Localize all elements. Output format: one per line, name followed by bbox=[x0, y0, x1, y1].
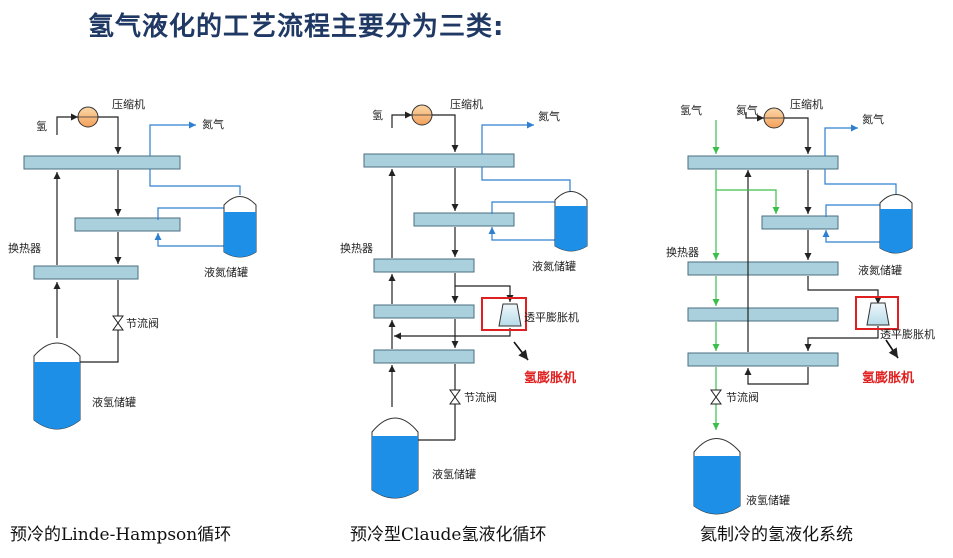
panel-linde-hampson: 氢 压缩机 氮气 换热器 液氮储罐 节流阀 液氢储罐 bbox=[8, 97, 257, 430]
lh2-tank bbox=[33, 342, 81, 430]
label-compressor: 压缩机 bbox=[112, 97, 145, 111]
label-ln2-tank: 液氮储罐 bbox=[204, 265, 248, 279]
heat-exchanger-1 bbox=[363, 153, 515, 168]
heat-exchanger-1 bbox=[687, 155, 839, 170]
label-expander-callout: 氢膨胀机 bbox=[524, 370, 576, 386]
label-nitrogen-out: 氮气 bbox=[862, 112, 884, 126]
ln2-tank bbox=[223, 196, 257, 258]
label-heat-exchanger: 换热器 bbox=[666, 245, 699, 259]
heat-exchanger-1 bbox=[23, 155, 181, 170]
label-ln2-tank: 液氮储罐 bbox=[858, 263, 902, 277]
compressor-icon bbox=[77, 106, 99, 128]
ln2-tank bbox=[554, 191, 588, 252]
turbo-expander-icon bbox=[498, 303, 522, 327]
heat-exchanger-3 bbox=[33, 265, 139, 280]
throttle-valve-icon bbox=[710, 389, 722, 405]
turbo-expander-icon bbox=[866, 302, 890, 326]
label-compressor: 压缩机 bbox=[790, 97, 823, 111]
heat-exchanger-3 bbox=[373, 258, 475, 273]
caption-claude: 预冷型Claude氢液化循环 bbox=[350, 525, 547, 545]
throttle-valve-icon bbox=[449, 389, 461, 405]
label-throttle-valve: 节流阀 bbox=[464, 390, 497, 404]
label-nitrogen-out: 氮气 bbox=[202, 117, 224, 131]
label-lh2-tank: 液氢储罐 bbox=[746, 493, 790, 507]
label-expander: 透平膨胀机 bbox=[880, 327, 935, 341]
label-throttle-valve: 节流阀 bbox=[726, 390, 759, 404]
label-heat-exchanger: 换热器 bbox=[340, 241, 373, 255]
caption-linde-hampson: 预冷的Linde-Hampson循环 bbox=[10, 525, 232, 545]
expander-highlight-box bbox=[855, 296, 899, 330]
caption-helium: 氦制冷的氢液化系统 bbox=[700, 525, 853, 545]
throttle-valve-icon bbox=[112, 315, 124, 331]
heat-exchanger-2 bbox=[413, 212, 515, 227]
label-expander: 透平膨胀机 bbox=[524, 310, 579, 324]
page-title: 氢气液化的工艺流程主要分为三类: bbox=[88, 12, 505, 42]
label-throttle-valve: 节流阀 bbox=[126, 316, 159, 330]
heat-exchanger-4 bbox=[687, 307, 839, 322]
heat-exchanger-5 bbox=[687, 352, 839, 367]
label-helium-in: 氦气 bbox=[736, 103, 758, 117]
panel-claude: 氢 压缩机 氮气 换热器 液氮储罐 透平膨胀机 氢膨胀机 节流阀 液氢储罐 bbox=[340, 97, 588, 499]
ln2-tank bbox=[879, 194, 913, 254]
heat-exchanger-3 bbox=[687, 261, 839, 276]
label-ln2-tank: 液氮储罐 bbox=[532, 259, 576, 273]
panel-helium: 氢气 氦气 压缩机 氮气 换热器 液氮储罐 透平膨胀机 氢膨胀机 节流阀 液氢储… bbox=[666, 97, 935, 515]
label-nitrogen-out: 氮气 bbox=[538, 109, 560, 123]
heat-exchanger-2 bbox=[74, 217, 181, 232]
heat-exchanger-4 bbox=[373, 304, 475, 319]
heat-exchanger-5 bbox=[373, 349, 475, 364]
compressor-icon bbox=[763, 107, 785, 129]
lh2-tank bbox=[693, 438, 741, 515]
label-compressor: 压缩机 bbox=[450, 97, 483, 111]
heat-exchanger-2 bbox=[761, 215, 839, 230]
expander-highlight-box bbox=[481, 297, 527, 331]
label-expander-callout: 氢膨胀机 bbox=[862, 370, 914, 386]
label-lh2-tank: 液氢储罐 bbox=[432, 467, 476, 481]
label-hydrogen-in: 氢 bbox=[36, 119, 47, 133]
label-lh2-tank: 液氢储罐 bbox=[92, 395, 136, 409]
label-hydrogen-in: 氢 bbox=[372, 108, 383, 122]
label-heat-exchanger: 换热器 bbox=[8, 241, 41, 255]
lh2-tank bbox=[371, 417, 419, 499]
compressor-icon bbox=[411, 104, 433, 126]
label-hydrogen-in: 氢气 bbox=[680, 103, 702, 117]
